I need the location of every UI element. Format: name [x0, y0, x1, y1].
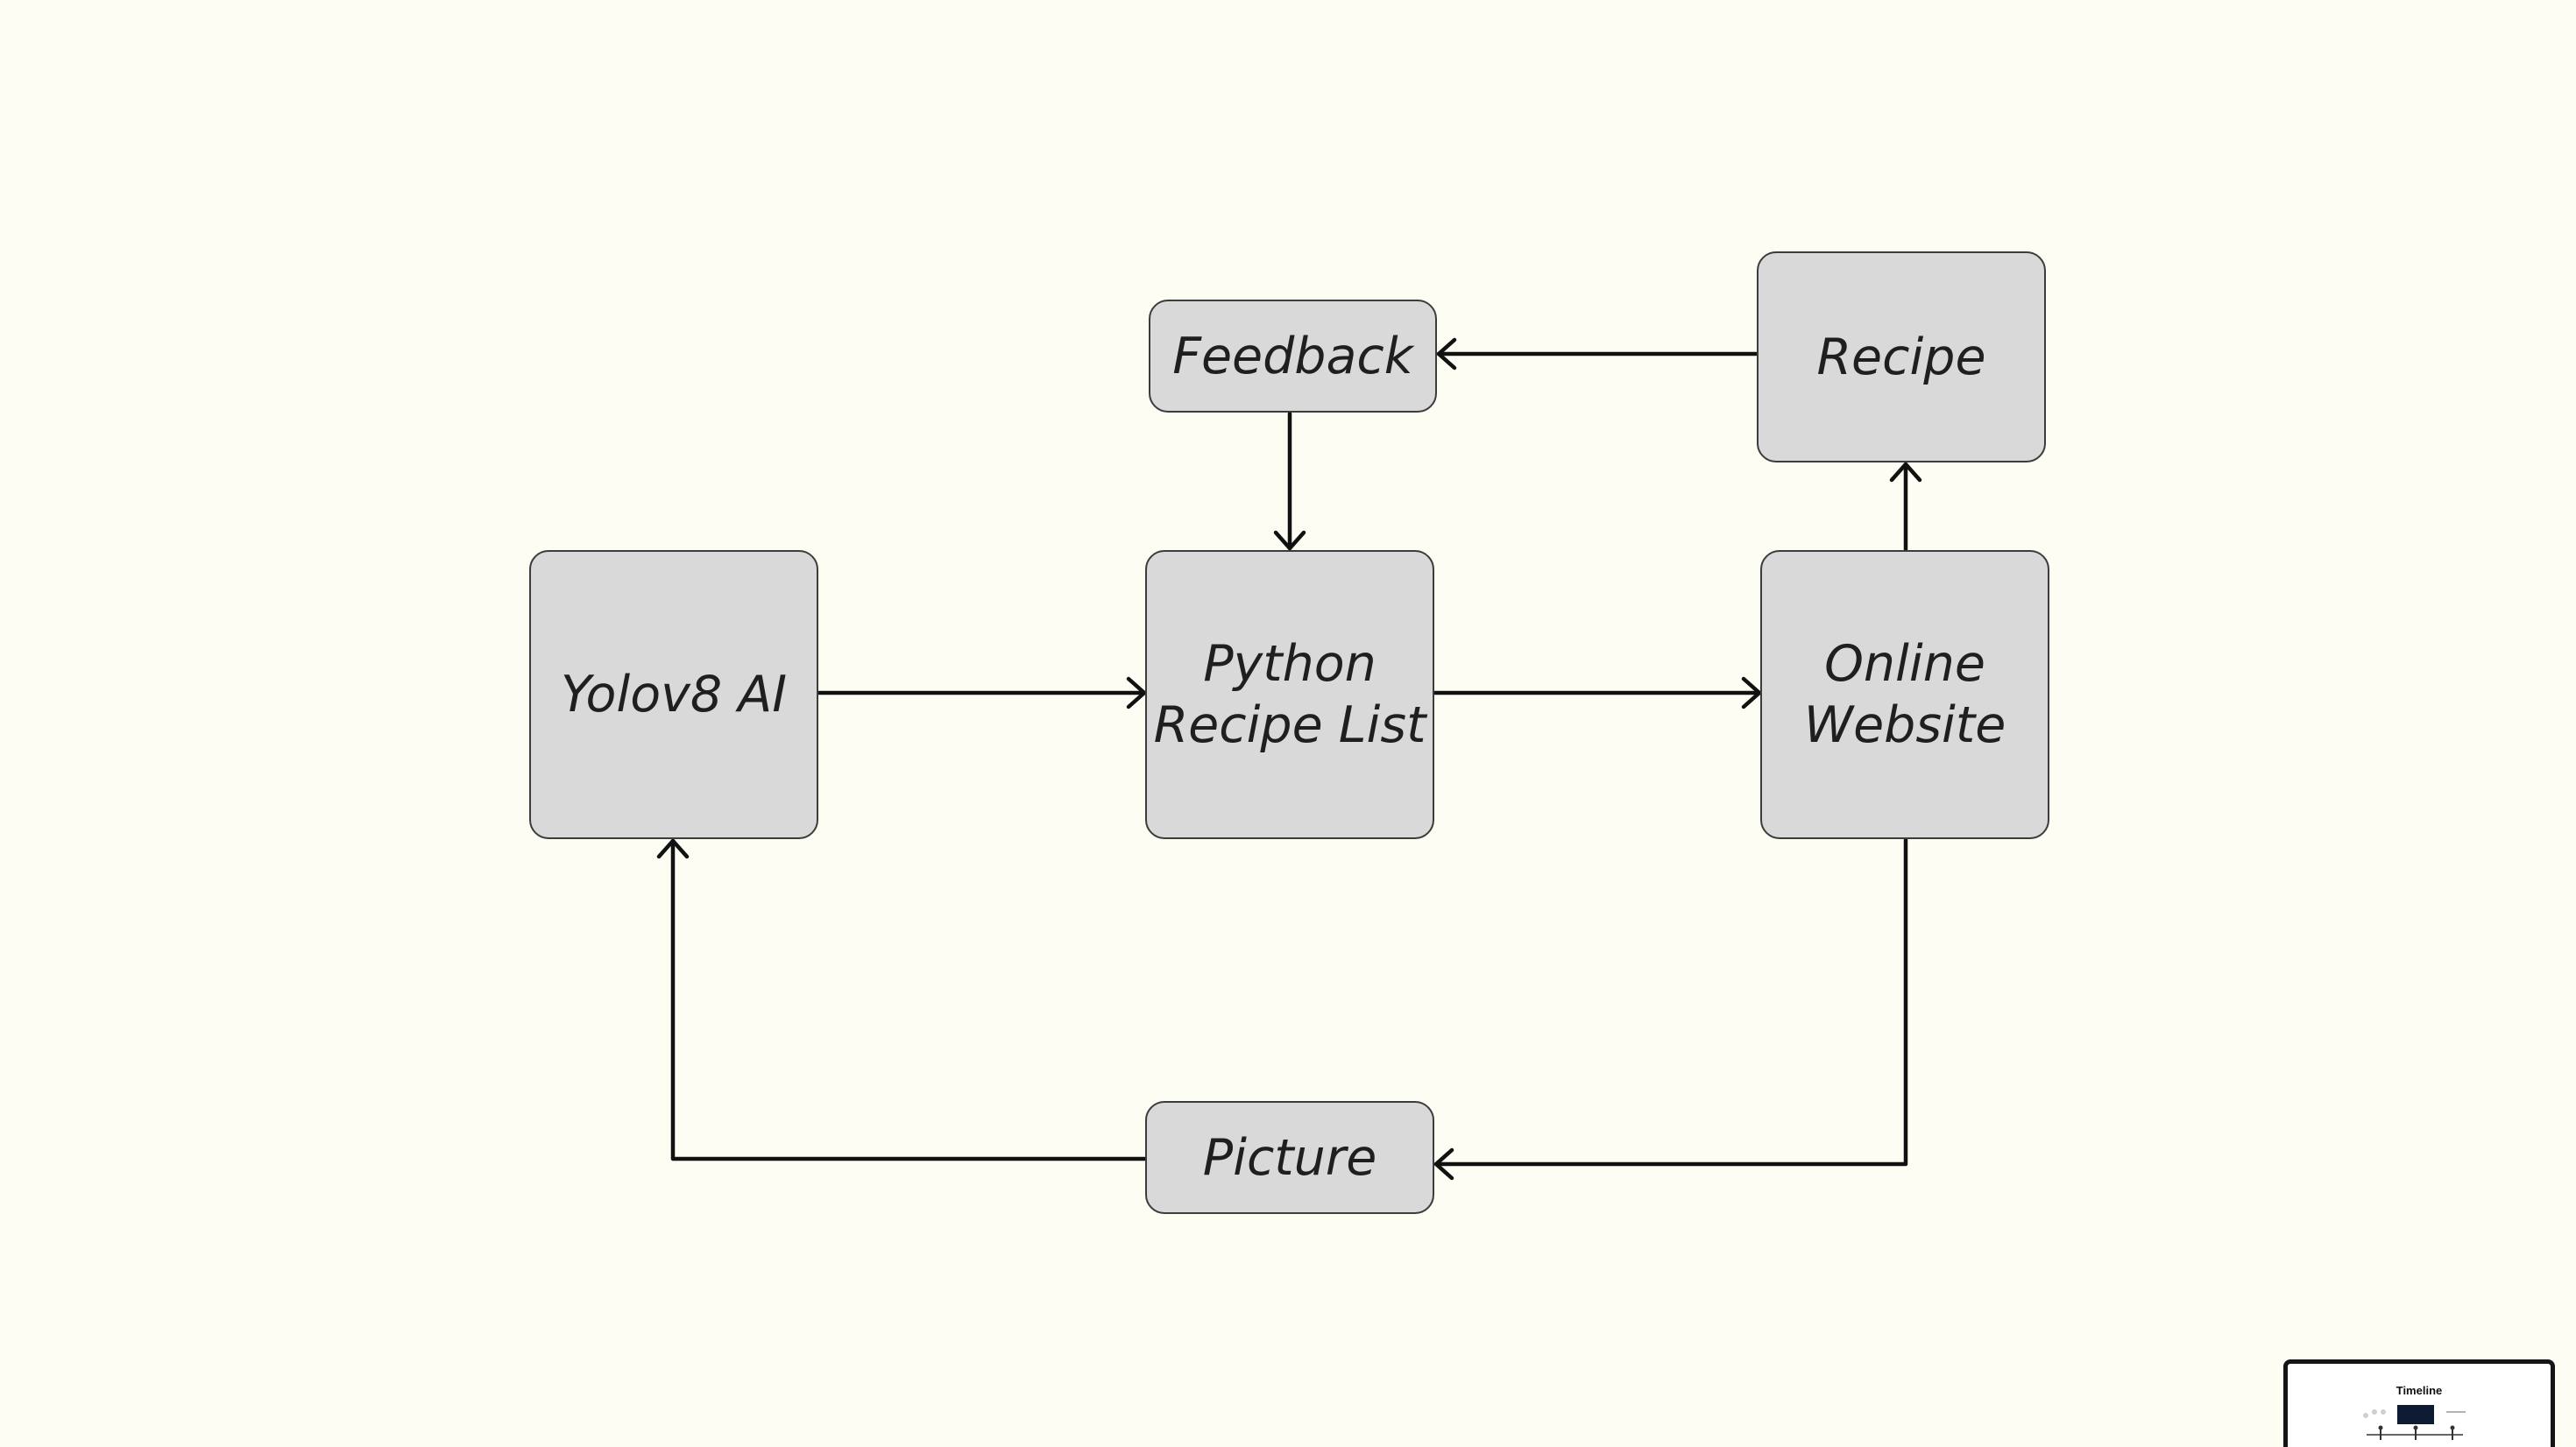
- node-label-yolov8-ai: Yolov8 AI: [560, 666, 788, 724]
- node-recipe[interactable]: Recipe: [1757, 251, 2046, 462]
- edge-recipe-to-feedback: [1436, 337, 1759, 371]
- node-online-website[interactable]: Online Website: [1760, 550, 2049, 839]
- edge-yolo-to-python: [817, 676, 1147, 709]
- node-label-online-website: Online Website: [1803, 635, 2006, 754]
- node-label-python-recipe-list: Python Recipe List: [1153, 635, 1426, 754]
- minimap-panel[interactable]: Timeline: [2283, 1359, 2555, 1447]
- edge-online-to-picture: [1433, 837, 1908, 1181]
- node-picture[interactable]: Picture: [1145, 1101, 1434, 1214]
- node-label-picture: Picture: [1202, 1128, 1377, 1187]
- node-yolov8-ai[interactable]: Yolov8 AI: [529, 550, 818, 839]
- edge-python-to-online: [1433, 676, 1762, 709]
- minimap-title: Timeline: [2396, 1384, 2443, 1397]
- node-python-recipe-list[interactable]: Python Recipe List: [1145, 550, 1434, 839]
- edge-feedback-to-python: [1273, 411, 1306, 551]
- node-feedback[interactable]: Feedback: [1149, 300, 1437, 413]
- node-label-recipe: Recipe: [1816, 328, 1986, 386]
- node-label-feedback: Feedback: [1172, 327, 1413, 385]
- edge-picture-to-yolo: [656, 838, 1147, 1161]
- minimap-thumbnail: [2363, 1405, 2466, 1440]
- edge-online-to-recipe: [1889, 462, 1922, 552]
